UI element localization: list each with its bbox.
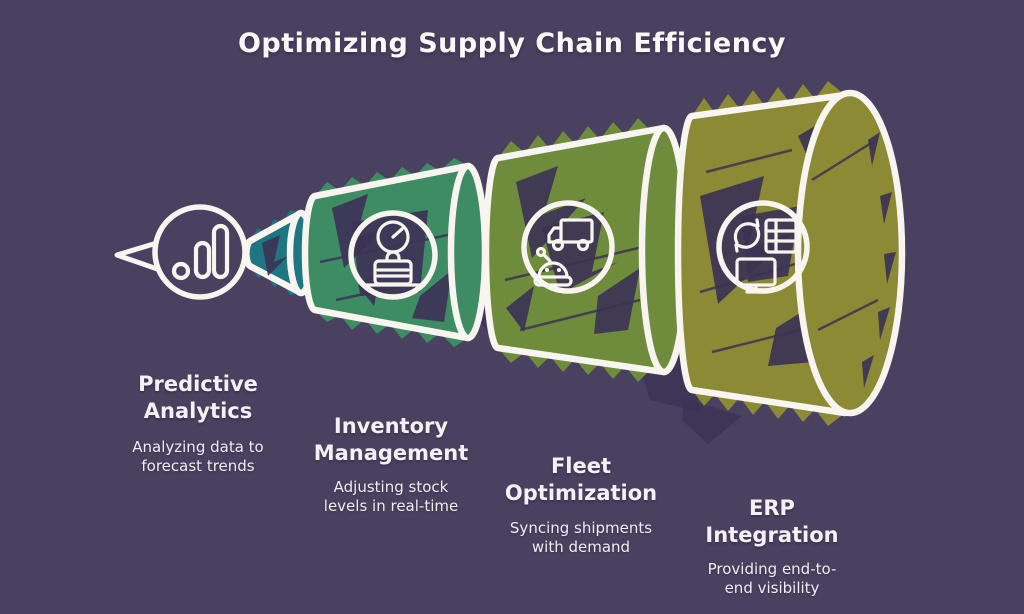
stage-description: Providing end-to- end visibility bbox=[707, 560, 837, 598]
stage2-icon-circle bbox=[348, 210, 438, 300]
stage-title: Fleet Optimization bbox=[504, 454, 658, 506]
funnel-segment-3 bbox=[482, 118, 690, 382]
fleet-icon bbox=[533, 218, 594, 287]
erp-icon bbox=[733, 218, 798, 294]
stage3-label: Fleet Optimization bbox=[505, 434, 657, 527]
stage-description: Syncing shipments with demand bbox=[509, 519, 653, 557]
stage-title: ERP Integration bbox=[705, 496, 839, 548]
stage1-label: Predictive Analytics bbox=[138, 352, 258, 445]
funnel-segment-2 bbox=[301, 158, 489, 347]
stage4-description: Providing end-to- end visibility bbox=[708, 541, 837, 614]
stage1-icon-circle bbox=[152, 204, 248, 300]
stage2-label: Inventory Management bbox=[314, 394, 469, 487]
funnel-segment-4 bbox=[674, 81, 906, 426]
analytics-icon bbox=[171, 223, 230, 281]
stage-description: Adjusting stock levels in real-time bbox=[323, 478, 459, 516]
page-title: Optimizing Supply Chain Efficiency bbox=[237, 28, 787, 59]
inventory-icon bbox=[360, 220, 426, 287]
stage2-description: Adjusting stock levels in real-time bbox=[324, 459, 458, 535]
stage3-icon-circle bbox=[521, 200, 615, 294]
stage4-icon-circle bbox=[716, 200, 810, 294]
mouth-texture bbox=[811, 132, 896, 388]
stage-title: Inventory Management bbox=[313, 414, 469, 466]
stage-title: Predictive Analytics bbox=[138, 372, 258, 424]
stage4-label: ERP Integration bbox=[705, 476, 838, 569]
stage1-description: Analyzing data to forecast trends bbox=[132, 419, 263, 495]
stage-description: Analyzing data to forecast trends bbox=[132, 438, 264, 476]
stage3-description: Syncing shipments with demand bbox=[510, 500, 652, 576]
